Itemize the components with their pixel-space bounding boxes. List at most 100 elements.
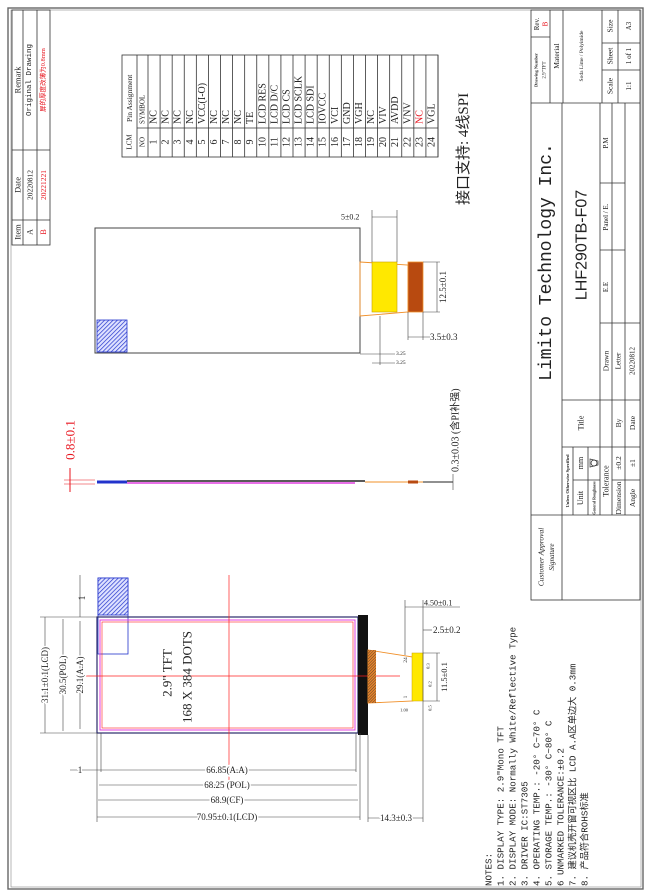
pin-number: 10 [257,137,268,147]
material-label: Material [552,43,561,68]
unit-label: Unit [576,490,585,505]
angle-label: Angle [628,488,637,507]
fpc-stiffener [411,652,424,702]
rev-row-date: 20220812 [26,170,35,200]
dim-stiffener: 4.50±0.1 [424,599,452,608]
pin-number: 21 [390,137,401,147]
small-dim: 0.3 [426,662,431,668]
revision-table: Item Date Remark A 20220812 Original Dra… [11,9,51,246]
pin-number: 12 [281,137,292,147]
size-value: A3 [625,21,633,30]
note-item: 2. DISPLAY MODE: Normally White/Reflecti… [508,627,519,886]
dim-fpc-width: 11.5±0.1 [439,662,449,692]
dim-lcd-height: 31.1±0.1(LCD) [40,647,50,703]
note-item: 8. 产品符合ROHS标准 [579,792,591,886]
pin-number: 16 [330,137,341,147]
pin-symbol: NC [209,110,220,124]
notes-title: NOTES: [484,853,495,886]
sheet-value: 1 of 1 [625,47,633,64]
unit-value: mm [576,456,585,469]
pin-number: 1 [149,140,160,145]
note-item: 5. STORAGE TEMP.: -30° C~80° C [544,720,555,886]
dim-aa-width: 66.85(A.A) [206,765,248,775]
panel-label: Panel / E. [602,203,610,230]
scale-label: Scale [606,77,615,94]
fpc-stiffener [371,261,398,313]
pin-row: 9TE [245,55,258,157]
pin-number: 15 [318,137,329,147]
size-label: Size [606,19,615,33]
rev-header-date: Date [13,177,23,193]
pin-symbol: NC [161,110,172,124]
pin-symbol: VCC(I-O) [197,83,208,124]
pin-row: 4 NC [185,55,197,157]
dim-panel-thickness: 0.8±0.1 [63,420,78,460]
drawn-date: 20220812 [629,347,637,376]
pin-row: 1NC [149,55,161,157]
dim-back-b: 3.25 [396,360,406,366]
display-size-label: 2.9" TFT [160,649,175,697]
active-area-outline [101,621,354,729]
dim-back-connector: 3.5±0.3 [430,332,458,342]
small-dim: 0.5 [428,704,433,710]
dim-back-height: 12.5±0.1 [438,271,448,303]
angle-value: ±1 [628,459,637,467]
pin-table-lcm: LCM [126,134,134,150]
display-resolution-label: 168 X 384 DOTS [180,631,195,723]
pin-symbol: LCD CS [281,89,292,124]
fpc-bond-strip [358,615,368,735]
rev-label: Rev. [533,17,541,30]
pin-symbol: GND [342,102,353,124]
pin-symbol: NC [185,110,196,124]
drawing-number-value: 2.9"TFT [543,61,548,78]
lcd-back-outline [94,227,361,354]
dim-pol-height: 30.5(POL) [58,656,68,695]
pin-number: 4 [185,140,196,145]
by-label: By [614,418,623,427]
pin-row: 12 LCD CS [281,55,294,157]
front-view: 2.9" TFT 168 X 384 DOTS 31.1±0.1(LCD) 30… [39,575,460,825]
pin-symbol: NC [366,110,377,124]
pin-number: 2 [161,140,172,145]
pin-symbol: LCD SDI [306,85,317,124]
pin-number: 6 [209,140,220,145]
pin-symbol: NC [221,110,232,124]
pin-symbol: LCD SCLK [294,75,305,124]
drawn-label: Drawn [602,351,611,372]
pin-symbol: LCD RES [257,83,268,124]
pin-row: 2 NC [161,55,173,157]
title-block: Customer Approval Signature Unless Other… [530,9,641,601]
pin-row: 15 IOVCC [318,55,330,157]
pin-assignment-table: LCM Pin Assignment NO SYMBOL 1NC2NC3NC4N… [121,54,439,158]
polarizer-outline [99,619,356,731]
pin-symbol: NC [414,110,425,124]
ee-label: E.E [602,282,610,292]
drawing-frame [7,7,644,890]
pin-symbol: IOVCC [318,93,329,124]
dim-pol-width: 68.25 (POL) [204,780,250,790]
title-label: Title [577,415,586,430]
date-label: Date [628,415,637,430]
pin-row: 10 LCD RES [257,55,270,157]
dim-lcd-width: 70.95±0.1(LCD) [197,812,257,822]
pin-table-title: Pin Assignment [125,74,134,122]
company-name: Limito Technology Inc. [537,143,557,381]
dim-back-width: 5±0.2 [341,213,359,222]
rev-row-remark: 屏的厚度改薄为0.8mm [38,48,47,112]
rev-row-item: A [26,229,35,235]
note-item: 3. DRIVER IC:ST7305 [520,781,531,886]
fpc-connector [407,261,424,313]
rev-row-date: 20221221 [39,170,48,200]
lcd-outline [96,616,359,734]
pin-number: 17 [342,137,353,147]
signature-label: Signature [548,544,556,571]
dim-aa-height: 29.1(A.A) [75,657,85,694]
rev-value: B [542,21,550,26]
